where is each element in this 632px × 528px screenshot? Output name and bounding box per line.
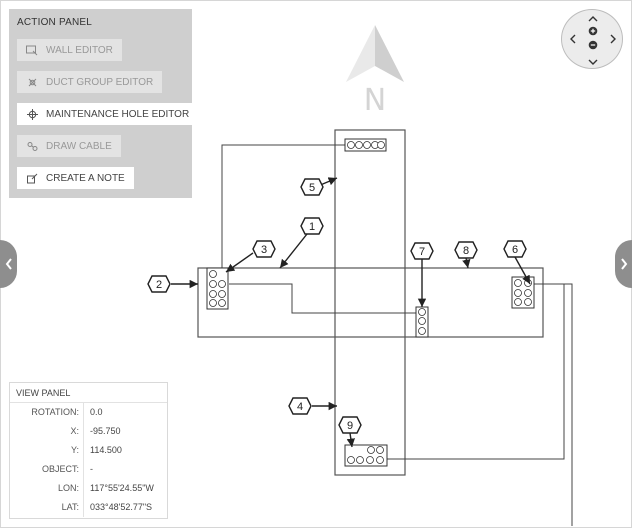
cables[interactable] [207, 144, 573, 526]
draw-cable-button[interactable]: DRAW CABLE [17, 135, 121, 157]
draw-cable-label: DRAW CABLE [46, 140, 112, 152]
callout-1[interactable]: 1 [300, 217, 324, 235]
action-panel: ACTION PANEL WALL EDITOR DUCT GROUP EDIT… [9, 9, 199, 198]
object-label: OBJECT: [10, 460, 84, 479]
chevron-left-icon [5, 258, 12, 270]
callout-label: 8 [463, 245, 469, 257]
callout-7[interactable]: 7 [410, 242, 434, 260]
callout-5[interactable]: 5 [300, 178, 324, 196]
duct-group-6[interactable] [511, 276, 535, 309]
callout-label: 9 [347, 420, 353, 432]
duct-group-9[interactable] [344, 444, 388, 467]
pan-right-icon[interactable] [607, 33, 619, 45]
action-panel-title: ACTION PANEL [17, 17, 93, 28]
zoom-in-icon[interactable] [587, 25, 599, 37]
maintenance-hole-editor-label: MAINTENANCE HOLE EDITOR [46, 108, 190, 120]
pan-zoom-control [561, 9, 623, 69]
callout-9[interactable]: 9 [338, 416, 362, 434]
view-row-lat: LAT: 033°48'52.77"S [10, 498, 167, 517]
callout-label: 5 [309, 182, 315, 194]
lon-label: LON: [10, 479, 84, 498]
callout-8[interactable]: 8 [454, 241, 478, 259]
pan-up-icon[interactable] [587, 12, 599, 24]
north-label: N [364, 83, 386, 118]
duct-group-5[interactable] [344, 138, 387, 152]
pan-left-icon[interactable] [566, 33, 578, 45]
callout-label: 2 [156, 279, 162, 291]
callout-label: 3 [261, 244, 267, 256]
duct-group-editor-button[interactable]: DUCT GROUP EDITOR [17, 71, 163, 93]
callout-label: 4 [297, 401, 303, 413]
rotation-label: ROTATION: [10, 403, 84, 422]
callout-label: 6 [512, 244, 518, 256]
y-label: Y: [10, 441, 84, 460]
view-panel: VIEW PANEL ROTATION: 0.0 X: -95.750 Y: 114.… [9, 382, 168, 519]
view-row-lon: LON: 117°55'24.55"W [10, 479, 167, 498]
note-icon [26, 172, 38, 184]
callout-4[interactable]: 4 [288, 397, 312, 415]
y-value: 114.500 [90, 445, 122, 455]
cable-icon [26, 140, 38, 152]
view-row-rotation: ROTATION: 0.0 [10, 403, 167, 422]
create-note-label: CREATE A NOTE [46, 172, 125, 184]
lat-value: 033°48'52.77"S [90, 502, 153, 512]
callouts: 1 2 3 4 5 6 7 8 9 [147, 178, 527, 434]
view-row-object: OBJECT:- [10, 460, 167, 479]
view-row-x: X: -95.750 [10, 422, 167, 441]
duct-group-editor-label: DUCT GROUP EDITOR [46, 76, 154, 88]
wall-horizontal[interactable] [197, 267, 544, 338]
x-label: X: [10, 422, 84, 441]
north-arrow-icon: N [346, 25, 404, 118]
rotation-value: 0.0 [90, 407, 103, 417]
callout-label: 1 [309, 221, 315, 233]
x-value: -95.750 [90, 426, 121, 436]
right-panel-toggle[interactable] [615, 240, 632, 288]
callout-3[interactable]: 3 [252, 240, 276, 258]
wall-editor-button[interactable]: WALL EDITOR [17, 39, 122, 61]
callout-6[interactable]: 6 [503, 240, 527, 258]
callout-label: 7 [419, 246, 425, 258]
lat-label: LAT: [10, 498, 84, 517]
wall-editor-label: WALL EDITOR [46, 44, 113, 56]
view-panel-title: VIEW PANEL [10, 383, 167, 403]
chevron-right-icon [620, 258, 627, 270]
wall-icon [26, 44, 38, 56]
pan-down-icon[interactable] [587, 56, 599, 68]
view-row-y: Y: 114.500 [10, 441, 167, 460]
left-panel-toggle[interactable] [0, 240, 17, 288]
callout-2[interactable]: 2 [147, 275, 171, 293]
lon-value: 117°55'24.55"W [90, 483, 154, 493]
maintenance-hole-icon [26, 108, 38, 120]
zoom-out-icon[interactable] [587, 39, 599, 51]
duct-group-icon [26, 76, 38, 88]
wall-vertical[interactable] [334, 129, 406, 476]
duct-group-7[interactable] [415, 306, 429, 338]
object-value: - [90, 464, 93, 474]
create-note-button[interactable]: CREATE A NOTE [17, 167, 134, 189]
maintenance-hole-editor-button[interactable]: MAINTENANCE HOLE EDITOR [17, 103, 199, 125]
duct-group-2[interactable] [206, 267, 229, 310]
